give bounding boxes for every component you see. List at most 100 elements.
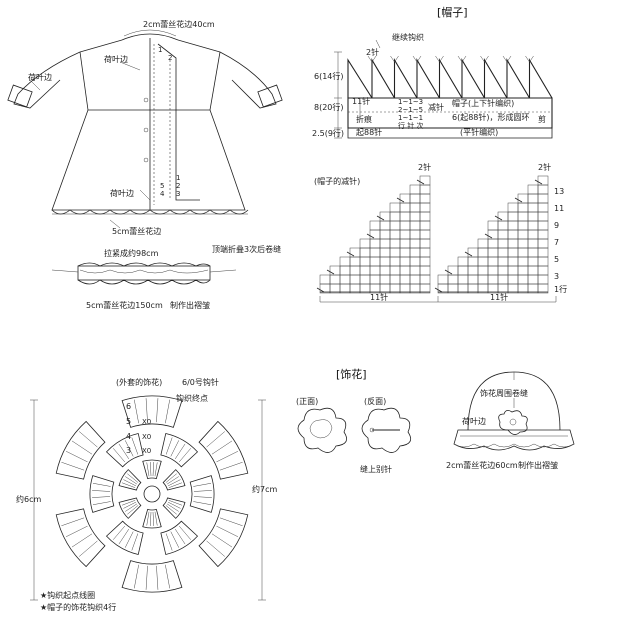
ruffle-strip [51, 262, 237, 285]
hat-pattern [334, 39, 553, 139]
grid-cell [477, 265, 489, 276]
flower-petal [105, 433, 144, 468]
grid-cell [359, 265, 371, 276]
grid-cell [537, 202, 549, 213]
grid-cell [467, 247, 479, 258]
grid-cell [487, 247, 499, 258]
grid-cell [477, 238, 489, 249]
decrease-mark [514, 197, 523, 203]
flower-petal [162, 497, 186, 519]
grid-cell [517, 265, 529, 276]
grid-cell [537, 283, 549, 294]
grid-cell [477, 247, 489, 258]
petal-stitch [71, 440, 93, 455]
grid-cell [507, 211, 519, 222]
grid-cell [517, 247, 529, 258]
petal-stitch [121, 500, 136, 506]
hat-row-8: 8(20行) [314, 102, 344, 112]
petal-stitch [211, 440, 233, 455]
grid-cell [527, 229, 539, 240]
flower-petal [121, 395, 183, 428]
grid-cell [527, 265, 539, 276]
flower-row-6: 6 [126, 402, 131, 411]
petal-stitch [193, 490, 212, 492]
grid-cell [389, 220, 401, 231]
grid-cell [419, 256, 431, 267]
grid-cell [487, 238, 499, 249]
grid-cell [477, 256, 489, 267]
petal-stitch [118, 528, 130, 545]
petal-stitch [156, 398, 159, 423]
grid-cell [527, 238, 539, 249]
flower-petal [55, 420, 106, 480]
flower-back-drawing [361, 407, 412, 453]
grid-cell [329, 274, 341, 285]
grid-cell [379, 220, 391, 231]
grid-cell [497, 229, 509, 240]
flower-petal [118, 497, 142, 519]
hat-tooth-arrow [435, 55, 444, 63]
hat-decrease-label: 减针 [428, 102, 444, 112]
flower-petal [142, 459, 162, 480]
grid-cell [497, 274, 509, 285]
grid-cell [527, 247, 539, 258]
grid-cell [419, 238, 431, 249]
grid-cell [497, 247, 509, 258]
hat-drawing-top-label: 饰花周围卷缝 [480, 388, 528, 398]
hat-tooth [461, 57, 485, 99]
coat-number-b5: 5 [160, 182, 164, 190]
grid-cell [419, 247, 431, 258]
petal-stitch [123, 479, 137, 487]
flower-pin-label: 缝上别针 [360, 464, 392, 474]
petal-stitch [152, 511, 155, 526]
petal-stitch [174, 443, 186, 460]
hat-rows-b: 2~1~5 [398, 106, 423, 114]
coat-number-b1: 1 [176, 174, 180, 182]
grid-cell [409, 211, 421, 222]
petal-stitch [131, 533, 139, 551]
grid-cell [369, 247, 381, 258]
grid-cell [379, 238, 391, 249]
decrease-scale [319, 296, 557, 303]
petal-stitch [121, 482, 136, 488]
hat-stitch-11: 11针 [352, 96, 370, 106]
grid-cell [487, 274, 499, 285]
petal-stitch [134, 399, 139, 424]
flower-right-scale [258, 399, 266, 601]
petal-stitch [127, 473, 139, 483]
crochet-flower-chart [55, 395, 249, 593]
hat-tooth [506, 57, 530, 99]
petal-stitch [134, 564, 139, 589]
grid-cell [537, 265, 549, 276]
strip-top-label: 拉紧成约98cm [104, 248, 159, 258]
grid-cell [497, 238, 509, 249]
grid-cell [399, 229, 411, 240]
petal-stitch [145, 398, 148, 423]
grid-cell [487, 256, 499, 267]
grid-cell [507, 256, 519, 267]
petal-stitch [112, 525, 126, 540]
decrease-mark [484, 233, 493, 239]
hat-rows-c: 1~1~1 [398, 114, 423, 122]
grid-cell [409, 229, 421, 240]
hat-drawing [453, 371, 575, 451]
grid-cell [409, 193, 421, 204]
grid-cell [409, 202, 421, 213]
grid-cell [369, 265, 381, 276]
decrease-mark [316, 287, 325, 293]
row-num-5: 5 [554, 255, 559, 264]
flower-petal [160, 433, 199, 468]
petal-stitch [165, 533, 173, 551]
petal-stitch [193, 496, 212, 498]
petal-stitch [219, 461, 243, 471]
decrease-mark [346, 251, 355, 257]
flower-petal [198, 420, 249, 480]
decrease-grids [316, 175, 549, 294]
flower-petal [142, 508, 162, 529]
flower-outer-label: (外套的饰花) [116, 377, 162, 387]
coat-collar-label: 荷叶边 [104, 54, 128, 64]
hat-tooth-arrow [502, 55, 512, 63]
grid-cell [457, 256, 469, 267]
petal-stitch [79, 431, 98, 448]
hat-needle-top: 2针 [366, 47, 379, 57]
